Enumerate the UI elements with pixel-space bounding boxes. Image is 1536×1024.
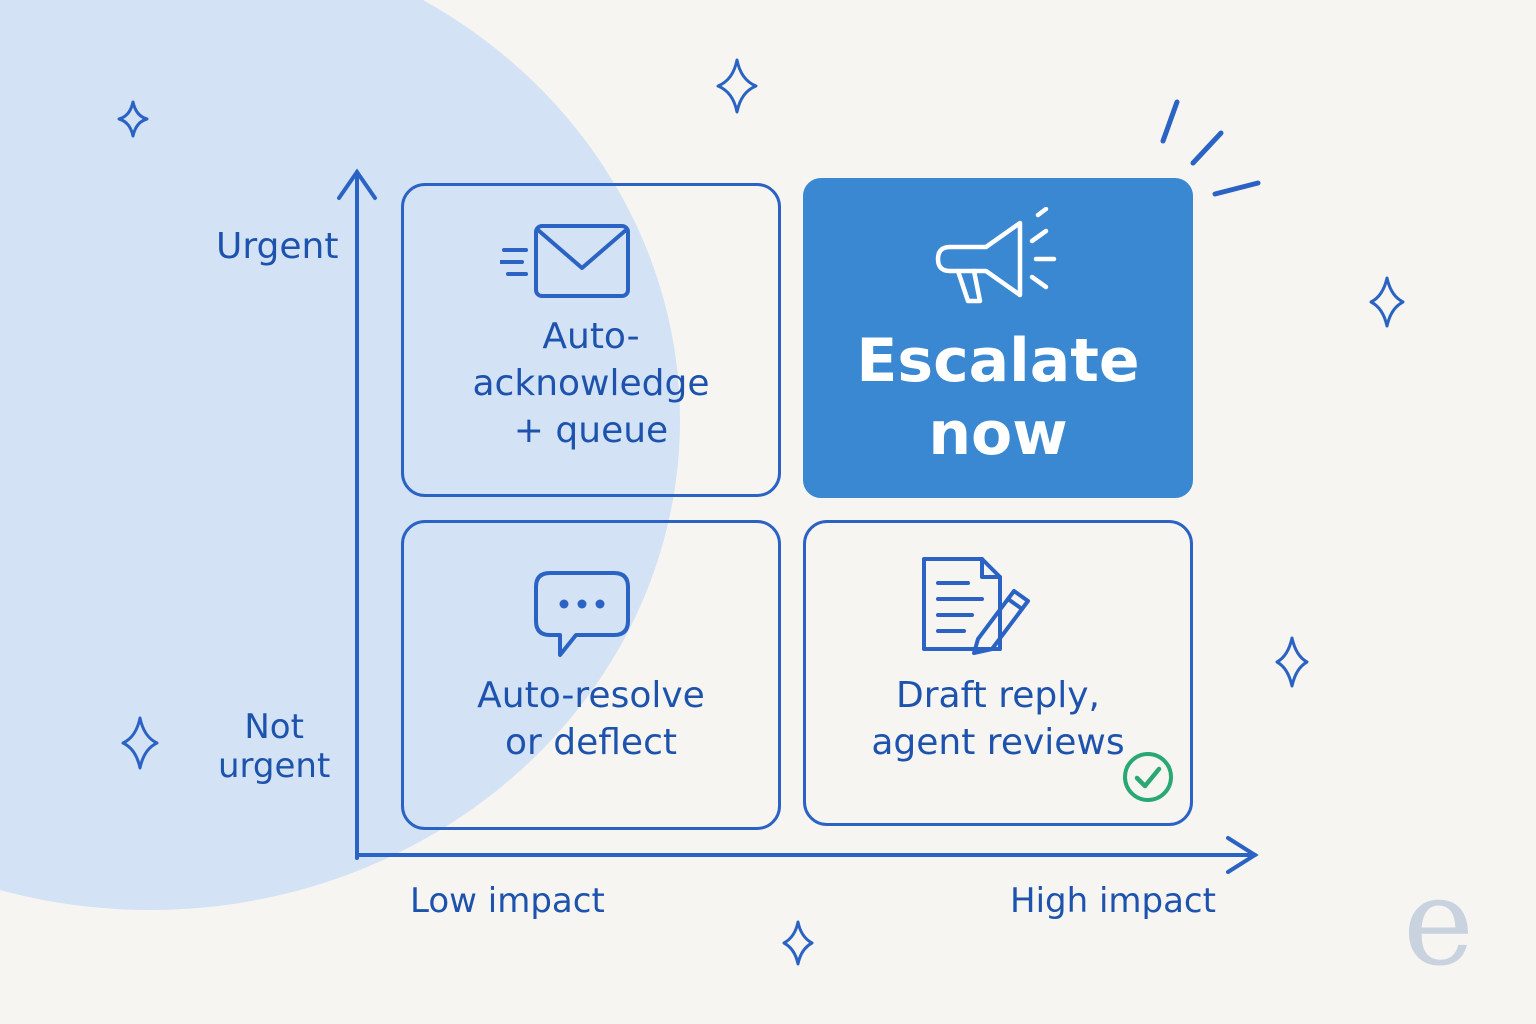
envelope-icon	[500, 224, 630, 298]
sparkle-icon	[117, 100, 149, 138]
x-axis-label-high-impact: High impact	[1010, 881, 1216, 921]
x-axis-label-low-impact: Low impact	[410, 881, 605, 921]
quadrant-text: Escalate now	[856, 326, 1140, 470]
burst-lines	[1160, 99, 1261, 197]
quadrant-not-urgent-high-impact: Draft reply, agent reviews	[803, 520, 1193, 826]
quadrant-text: Auto- acknowledge + queue	[472, 316, 710, 451]
y-axis-label-urgent: Urgent	[216, 226, 339, 267]
sparkle-icon	[1369, 276, 1405, 328]
quadrant-text: Auto-resolve or deflect	[477, 675, 705, 763]
sparkle-icon	[1275, 636, 1309, 688]
quadrant-urgent-low-impact: Auto- acknowledge + queue	[401, 183, 781, 497]
brand-logo-icon: e	[1402, 854, 1474, 993]
quadrant-text: Draft reply, agent reviews	[871, 675, 1125, 763]
quadrant-not-urgent-low-impact: Auto-resolve or deflect	[401, 520, 781, 830]
sparkle-icon	[716, 58, 758, 114]
quadrant-urgent-high-impact: Escalate now	[803, 178, 1193, 498]
check-circle-icon	[1123, 752, 1173, 802]
chat-bubble-icon	[534, 571, 630, 657]
document-pencil-icon	[922, 557, 1030, 655]
megaphone-icon	[935, 207, 1057, 304]
sparkle-icon	[782, 920, 814, 966]
y-axis-label-not-urgent: Not urgent	[218, 707, 331, 787]
sparkle-icon	[121, 716, 159, 770]
